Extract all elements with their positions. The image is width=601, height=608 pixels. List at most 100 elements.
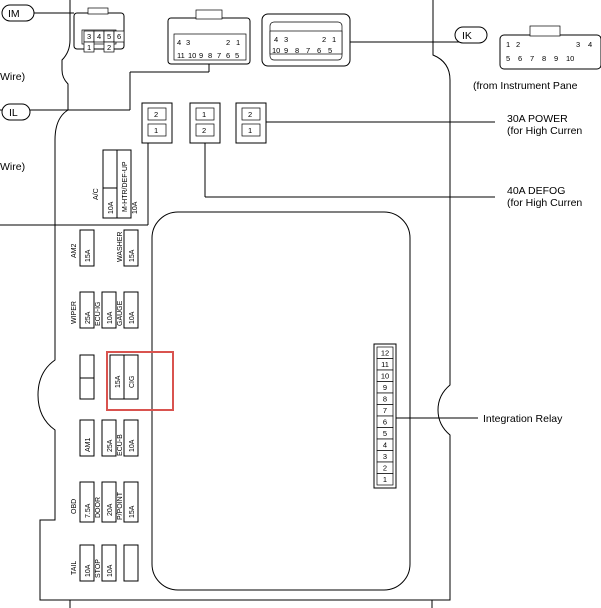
svg-text:10A: 10A [107, 564, 114, 577]
defog-relay-label: 40A DEFOG [507, 185, 565, 197]
relay-3: 2 1 [235, 102, 495, 144]
svg-text:25A: 25A [107, 439, 114, 452]
pin-label: 9 [199, 51, 203, 60]
fuse-cig: 15A CIG [109, 354, 139, 400]
pin-label: 7 [306, 46, 310, 55]
fuse-washer: WASHER 15A [117, 229, 139, 267]
pin-label: 7 [530, 54, 534, 63]
fuse-am1: AM1 [79, 419, 95, 457]
svg-text:ECU-B: ECU-B [117, 434, 124, 456]
relay-1: 2 1 [0, 102, 173, 226]
pin-label: 4 [177, 38, 181, 47]
pin-label: 4 [588, 40, 592, 49]
pin-label: 1 [332, 35, 336, 44]
svg-text:7.5A: 7.5A [85, 503, 92, 518]
ik-note: (from Instrument Pane [473, 80, 578, 92]
svg-text:10A: 10A [107, 311, 114, 324]
pin-label: 3 [87, 32, 91, 41]
pin-label: 2 [226, 38, 230, 47]
svg-text:AM1: AM1 [85, 438, 92, 453]
fuse-stop: STOP 10A [95, 544, 117, 582]
integration-relay-pin-label: 6 [383, 418, 387, 427]
pin-label: 6 [518, 54, 522, 63]
pin-label: 10 [566, 54, 574, 63]
svg-text:15A: 15A [115, 375, 122, 388]
pin-label: 4 [274, 35, 278, 44]
junction-block-outline [37, 0, 451, 608]
fuse-ac: A/C 10A [93, 149, 118, 219]
integration-relay-pin-label: 1 [383, 475, 387, 484]
wire-label-bottom: Wire) [0, 161, 25, 173]
pin-label: 5 [235, 51, 239, 60]
pin-label: 4 [97, 32, 101, 41]
connector-im: 3 4 5 6 1 2 [73, 7, 125, 53]
pin-label: 6 [226, 51, 230, 60]
svg-text:M-HTR/DEF-UP: M-HTR/DEF-UP [122, 161, 129, 212]
pin-label: 7 [217, 51, 221, 60]
fuse-wiper: WIPER 25A [71, 291, 95, 329]
svg-text:CIG: CIG [129, 376, 136, 388]
pin-label: 1 [506, 40, 510, 49]
svg-text:2: 2 [154, 110, 158, 119]
pin-label: 2 [107, 43, 111, 52]
svg-text:15A: 15A [129, 505, 136, 518]
pin-label: 2 [516, 40, 520, 49]
svg-text:A/C: A/C [93, 188, 100, 200]
integration-relay-label: Integration Relay [483, 413, 563, 425]
svg-text:IM: IM [8, 8, 20, 20]
svg-text:2: 2 [248, 110, 252, 119]
connector-ik: IK 1 2 3 4 5 6 7 8 9 10 (from Instrument… [454, 25, 601, 92]
connector-right: 4 3 2 1 10 9 8 7 6 5 [261, 13, 480, 67]
integration-relay-pin-label: 12 [381, 349, 389, 358]
pin-label: 6 [317, 46, 321, 55]
fuse-spare-bottom [123, 544, 139, 582]
fuse-tail: TAIL 10A [71, 544, 95, 582]
pin-label: 5 [328, 46, 332, 55]
svg-text:ECU-IG: ECU-IG [95, 302, 102, 327]
pin-label: 5 [107, 32, 111, 41]
svg-text:15A: 15A [129, 249, 136, 262]
power-relay-label: 30A POWER [507, 113, 568, 125]
pin-label: 5 [506, 54, 510, 63]
svg-text:10A: 10A [132, 201, 139, 214]
svg-text:P/POINT: P/POINT [117, 491, 124, 520]
pin-label: 9 [284, 46, 288, 55]
fuse-door: DOOR 20A [95, 481, 117, 523]
svg-text:WASHER: WASHER [117, 232, 124, 262]
svg-text:2: 2 [202, 126, 206, 135]
connector-center: 4 3 2 1 11 10 9 8 7 6 5 [0, 9, 251, 111]
tag-im: IM [1, 4, 74, 22]
fuse-gauge: GAUGE 10A [117, 291, 139, 329]
fuse-am2: AM2 15A [71, 229, 95, 267]
integration-relay-pin-label: 10 [381, 372, 389, 381]
pin-label: 3 [186, 38, 190, 47]
fuse-obd: OBD 7.5A [71, 481, 95, 523]
integration-relay-pin-label: 2 [383, 464, 387, 473]
pin-label: 10 [188, 51, 196, 60]
integration-relay-module [151, 211, 411, 591]
cig-fuse-highlight [106, 351, 174, 411]
fuse-ecu-b: ECU-B 10A [117, 419, 139, 457]
integration-relay-pin-label: 9 [383, 383, 387, 392]
svg-text:IK: IK [462, 30, 472, 42]
svg-text:10A: 10A [85, 564, 92, 577]
svg-text:OBD: OBD [71, 499, 78, 514]
fuse-mhtr-def-up: M-HTR/DEF-UP 10A [116, 149, 139, 219]
svg-text:WIPER: WIPER [71, 301, 78, 324]
svg-text:IL: IL [9, 107, 18, 119]
integration-relay-pin-label: 7 [383, 406, 387, 415]
pin-label: 8 [542, 54, 546, 63]
svg-text:GAUGE: GAUGE [117, 300, 124, 326]
integration-relay-pin-label: 8 [383, 395, 387, 404]
fuse-spare [79, 354, 95, 400]
svg-text:1: 1 [202, 110, 206, 119]
wire-label-top: Wire) [0, 71, 25, 83]
svg-text:TAIL: TAIL [71, 561, 78, 575]
svg-text:10A: 10A [129, 439, 136, 452]
svg-text:DOOR: DOOR [95, 497, 102, 518]
svg-text:25A: 25A [85, 311, 92, 324]
power-relay-sublabel: (for High Curren [507, 125, 582, 137]
svg-text:STOP: STOP [95, 559, 102, 578]
svg-text:AM2: AM2 [71, 244, 78, 259]
